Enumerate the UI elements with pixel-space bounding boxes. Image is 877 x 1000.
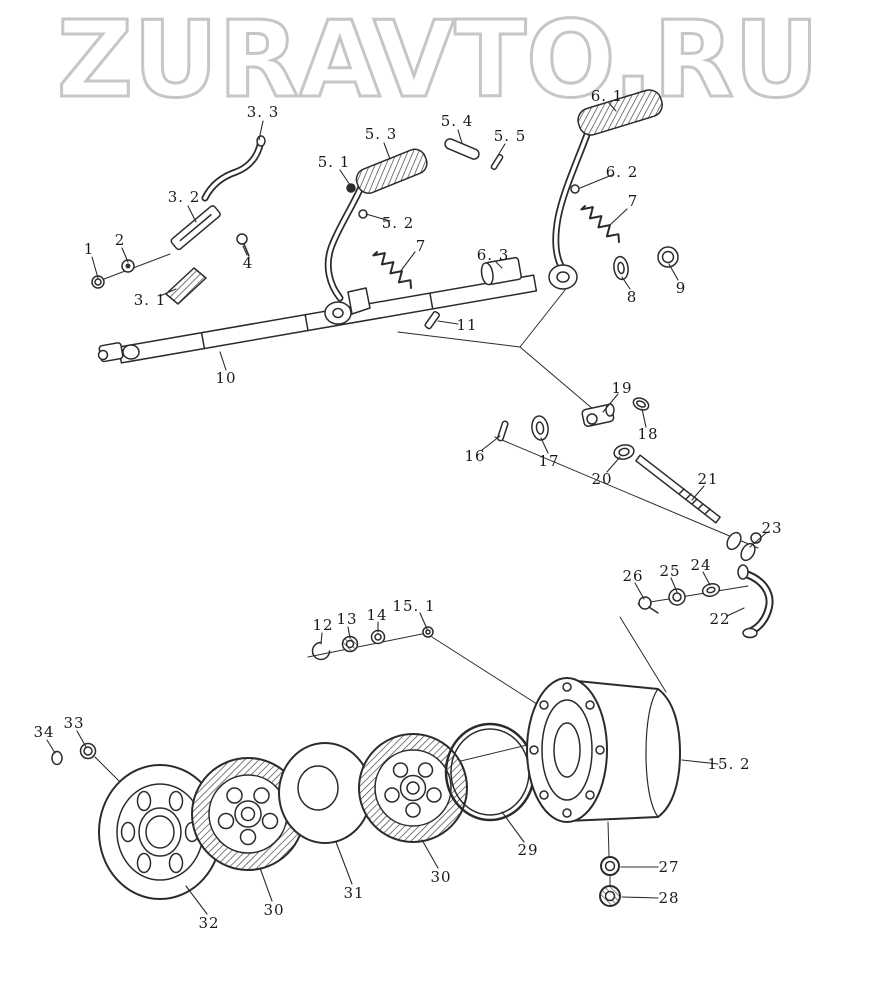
part-label-22: 22 xyxy=(709,610,731,628)
part-label-30-right: 30 xyxy=(430,868,452,886)
part-label-27: 27 xyxy=(658,858,680,876)
part-label-17: 17 xyxy=(538,452,560,470)
washer-34 xyxy=(51,750,63,766)
part-label-2: 2 xyxy=(114,231,126,249)
part-label-31: 31 xyxy=(343,884,365,902)
part-label-14: 14 xyxy=(366,606,388,624)
part-label-6-2: 6. 2 xyxy=(605,163,639,181)
part-label-34: 34 xyxy=(33,723,55,741)
friction-disc-30-right xyxy=(358,733,468,843)
part-label-16: 16 xyxy=(464,447,486,465)
ring-25 xyxy=(668,588,686,606)
washer-2 xyxy=(121,259,135,273)
part-label-33: 33 xyxy=(63,714,85,732)
part-label-12: 12 xyxy=(312,616,334,634)
part-label-5-4: 5. 4 xyxy=(440,112,474,130)
ring-33 xyxy=(79,742,97,760)
part-label-32: 32 xyxy=(198,914,220,932)
pin-16 xyxy=(496,420,509,442)
bolt-26 xyxy=(638,596,659,614)
part-label-26: 26 xyxy=(622,567,644,585)
part-label-5-5: 5. 5 xyxy=(493,127,527,145)
spring-7-center xyxy=(372,251,412,289)
disc-31 xyxy=(278,742,372,844)
leader-lines xyxy=(46,102,767,915)
ring-9 xyxy=(657,246,679,268)
pedal-pad-6-1 xyxy=(577,89,663,136)
part-label-15-1: 15. 1 xyxy=(392,597,436,615)
part-label-9: 9 xyxy=(675,279,687,297)
fork-22 xyxy=(737,564,774,639)
washer-8 xyxy=(613,255,629,281)
ring-18 xyxy=(632,397,650,411)
plug-15-1 xyxy=(422,626,434,638)
washer-27 xyxy=(600,856,620,876)
part-label-24: 24 xyxy=(690,556,712,574)
part-label-28: 28 xyxy=(658,889,680,907)
part-label-15-2: 15. 2 xyxy=(707,755,751,773)
rod-21 xyxy=(635,454,721,524)
plate-3-1 xyxy=(165,267,207,305)
disc-32 xyxy=(98,764,222,900)
rod-3-3 xyxy=(201,135,266,202)
part-label-3-1: 3. 1 xyxy=(133,291,167,309)
part-label-7-center: 7 xyxy=(415,237,427,255)
part-label-5-3: 5. 3 xyxy=(364,125,398,143)
part-label-4: 4 xyxy=(242,254,254,272)
nut-24 xyxy=(701,583,721,597)
pin-5-5 xyxy=(490,153,504,171)
watermark: ZURAVTO.RU xyxy=(55,0,820,123)
part-label-7-right: 7 xyxy=(627,192,639,210)
part-label-18: 18 xyxy=(637,425,659,443)
part-label-29: 29 xyxy=(517,841,539,859)
part-label-6-1: 6. 1 xyxy=(590,87,624,105)
part-label-3-3: 3. 3 xyxy=(246,103,280,121)
snap-ring-12 xyxy=(311,641,331,661)
rod-3-2 xyxy=(170,205,221,251)
clevis-19 xyxy=(581,403,615,427)
watermark-text: ZURAVTO.RU xyxy=(57,0,819,121)
nut-20 xyxy=(613,444,635,460)
washer-14 xyxy=(370,629,386,645)
pin-11 xyxy=(424,310,440,330)
part-label-8: 8 xyxy=(626,288,638,306)
part-label-23: 23 xyxy=(761,519,783,537)
part-label-19: 19 xyxy=(611,379,633,397)
nut-28 xyxy=(599,885,621,907)
part-label-6-3: 6. 3 xyxy=(476,246,510,264)
part-label-13: 13 xyxy=(336,610,358,628)
part-label-21: 21 xyxy=(697,470,719,488)
bolt-4 xyxy=(236,233,250,257)
pedal-arm-6 xyxy=(548,128,592,290)
part-label-5-2: 5. 2 xyxy=(381,214,415,232)
part-label-11: 11 xyxy=(456,316,478,334)
bushing-6-3 xyxy=(480,256,522,286)
housing-15-2 xyxy=(526,677,681,823)
bolt-5-1 xyxy=(346,183,356,193)
rod-5-4 xyxy=(444,138,480,160)
washer-13 xyxy=(341,635,359,653)
spring-7-right xyxy=(580,205,620,243)
bolt-6-2 xyxy=(570,184,580,194)
axis-lines xyxy=(94,253,759,887)
part-label-3-2: 3. 2 xyxy=(167,188,201,206)
pedal-arm-5 xyxy=(324,181,371,325)
pedal-pad-5-3 xyxy=(355,148,428,194)
part-label-30-left: 30 xyxy=(263,901,285,919)
washer-17 xyxy=(531,415,549,441)
part-label-1: 1 xyxy=(83,240,95,258)
part-label-25: 25 xyxy=(659,562,681,580)
part-label-20: 20 xyxy=(591,470,613,488)
part-label-5-1: 5. 1 xyxy=(317,153,351,171)
part-label-10: 10 xyxy=(215,369,237,387)
